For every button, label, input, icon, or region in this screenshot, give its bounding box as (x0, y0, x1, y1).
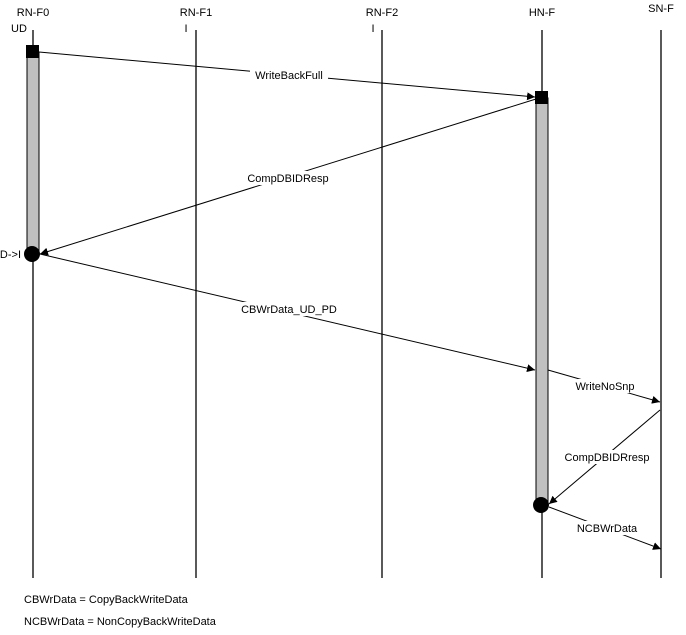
message-label-bg (572, 521, 642, 535)
initial-state-rn-f2: I (371, 23, 374, 35)
message-label-writenosnp: WriteNoSnp (575, 381, 634, 393)
message-label-bg (250, 68, 328, 82)
initial-state-rn-f1: I (184, 23, 187, 35)
activation-start-marker-rn-f0 (26, 45, 39, 58)
footnote-ncbwrdata: NCBWrData = NonCopyBackWriteData (24, 616, 216, 628)
message-label-bg (570, 379, 640, 393)
message-label-ncbwrdata: NCBWrData (577, 523, 638, 535)
state-change-label: UD->I (0, 249, 21, 261)
message-label-compdbidresp: CompDBIDResp (247, 173, 328, 185)
lifeline-label-hn-f: HN-F (529, 7, 556, 19)
message-label-bg (243, 171, 333, 185)
activation-bar-rn-f0 (26, 51, 40, 255)
initial-state-rn-f0: UD (11, 23, 27, 35)
message-label-writebackfull: WriteBackFull (255, 70, 323, 82)
lifeline-label-rn-f2: RN-F2 (366, 7, 398, 19)
lifeline-label-sn-f: SN-F (648, 3, 674, 15)
message-label-compdbidrresp: CompDBIDRresp (565, 452, 650, 464)
activation-bar-hn-f (535, 97, 549, 505)
activation-end-marker-rn-f0 (24, 246, 40, 262)
message-label-cbwrdata-ud-pd: CBWrData_UD_PD (241, 304, 337, 316)
lifeline-label-rn-f1: RN-F1 (180, 7, 212, 19)
activation-start-marker-hn-f (535, 91, 548, 104)
message-label-bg (560, 450, 654, 464)
activation-end-marker-hn-f (533, 497, 549, 513)
lifeline-label-rn-f0: RN-F0 (17, 7, 49, 19)
message-label-bg (236, 302, 342, 316)
footnote-cbwrdata: CBWrData = CopyBackWriteData (24, 594, 188, 606)
